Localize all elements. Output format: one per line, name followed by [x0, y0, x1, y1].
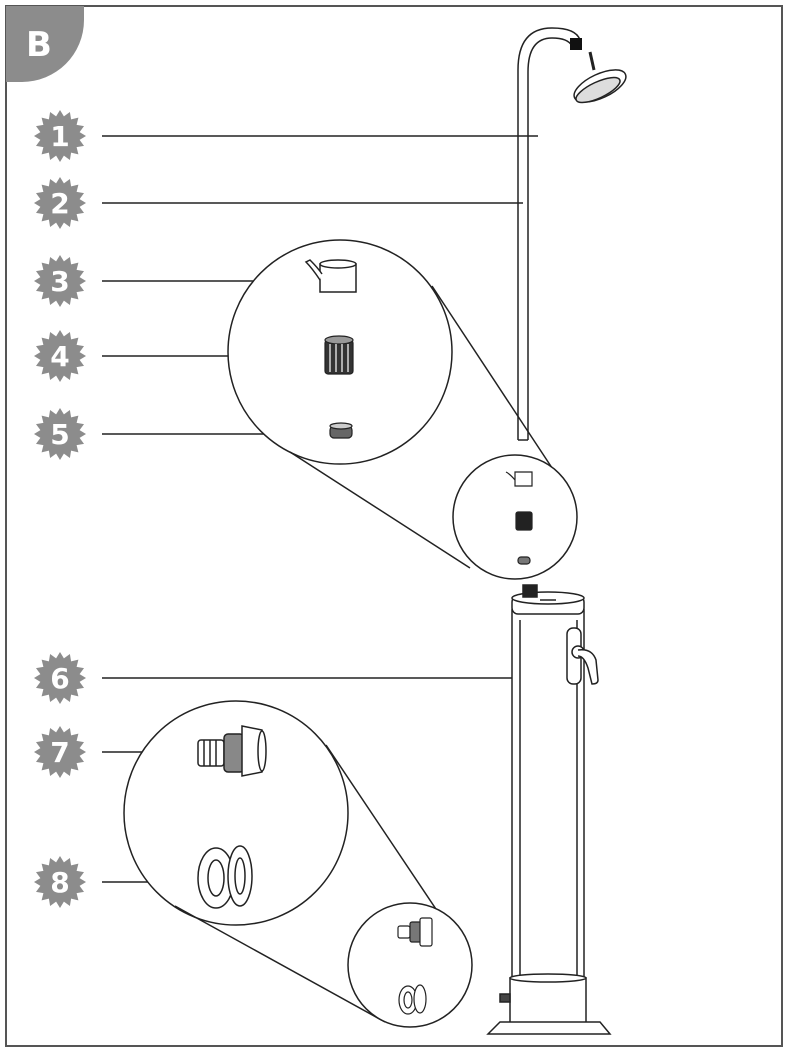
callout-number: 1: [50, 120, 69, 153]
callout-number: 6: [50, 662, 69, 695]
callout-number: 5: [50, 418, 69, 451]
callout-number: 7: [50, 736, 69, 769]
callout-badge-3: 3: [34, 255, 86, 307]
shower-pipe: [517, 27, 582, 441]
callout-number: 4: [50, 340, 69, 373]
badge-gear-shape: [34, 856, 86, 908]
callout-badge-7: 7: [34, 726, 86, 778]
small-parts-top: [505, 471, 533, 565]
figure-label: B: [26, 25, 52, 65]
badge-gear-shape: [34, 652, 86, 704]
part-6-tap: [566, 627, 599, 685]
callout-badge-6: 6: [34, 652, 86, 704]
callout-badge-1: 1: [34, 110, 86, 162]
shower-head: [573, 51, 627, 104]
part-3-nozzle-cap: [304, 259, 357, 293]
badge-gear-shape: [34, 110, 86, 162]
small-parts-bottom: [397, 917, 433, 1015]
callout-badge-4: 4: [34, 330, 86, 382]
callout-badge-2: 2: [34, 177, 86, 229]
part-7-hose-adapter: [197, 725, 267, 777]
badge-gear-shape: [34, 408, 86, 460]
callout-number: 3: [50, 265, 69, 298]
badge-gear-shape: [34, 726, 86, 778]
badge-gear-shape: [34, 177, 86, 229]
callout-number: 8: [50, 866, 69, 899]
frame-border: [5, 5, 783, 1047]
part-5-washer: [329, 422, 353, 439]
callout-badges: 1 2 3 4 5 6 7 8: [34, 110, 86, 908]
callout-badge-8: 8: [34, 856, 86, 908]
figure-label-tab: [6, 6, 84, 82]
callout-badge-5: 5: [34, 408, 86, 460]
badge-gear-shape: [34, 255, 86, 307]
part-4-threaded-cap: [324, 335, 354, 375]
part-8-seal-rings: [197, 845, 253, 909]
badge-gear-shape: [34, 330, 86, 382]
callout-number: 2: [50, 187, 69, 220]
detail-circle-bottom: [123, 700, 473, 1028]
